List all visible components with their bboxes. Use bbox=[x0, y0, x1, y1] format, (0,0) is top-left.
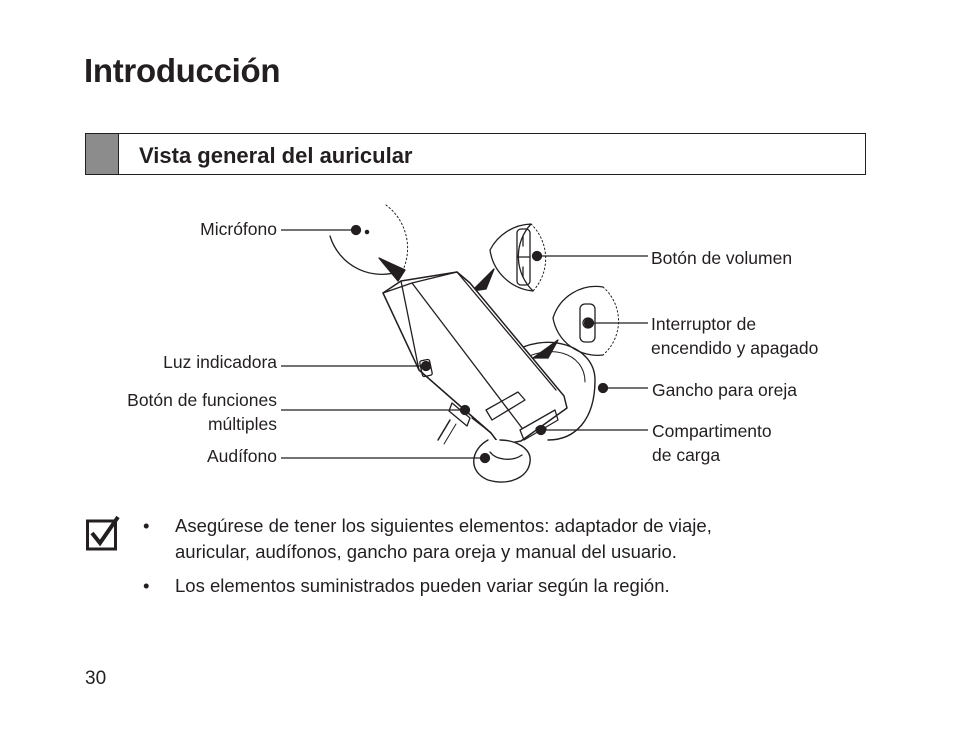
label-power-switch-line1: Interruptor de bbox=[651, 314, 757, 334]
note-text-line1: Los elementos suministrados pueden varia… bbox=[175, 575, 670, 596]
section-header: Vista general del auricular bbox=[85, 133, 866, 175]
ear-hook bbox=[509, 341, 596, 441]
label-multifunction-line2: múltiples bbox=[207, 414, 277, 434]
microphone-hole bbox=[364, 229, 370, 235]
charging-port bbox=[519, 409, 559, 441]
label-ear-hook: Gancho para oreja bbox=[652, 380, 797, 400]
volume-zoom-circle-dotted bbox=[530, 223, 547, 292]
label-microphone: Micrófono bbox=[200, 219, 277, 239]
checkbox-checked-icon bbox=[86, 515, 120, 551]
microphone-pointer bbox=[378, 257, 406, 282]
label-earbud: Audífono bbox=[206, 446, 277, 466]
volume-pointer bbox=[471, 268, 495, 292]
note-item: • Los elementos suministrados pueden var… bbox=[140, 573, 840, 599]
label-power-switch-line2: encendido y apagado bbox=[651, 338, 819, 358]
label-volume-button: Botón de volumen bbox=[651, 248, 793, 268]
label-multifunction-line1: Botón de funciones bbox=[127, 390, 277, 410]
notes-list: • Asegúrese de tener los siguientes elem… bbox=[140, 513, 840, 607]
volume-zoom-circle bbox=[489, 223, 534, 292]
note-text-line1: Asegúrese de tener los siguientes elemen… bbox=[175, 515, 712, 536]
power-pointer bbox=[532, 339, 559, 359]
bullet: • bbox=[143, 515, 150, 536]
label-charging-line2: de carga bbox=[652, 445, 721, 465]
earbud-shape bbox=[473, 439, 531, 483]
label-indicator-light: Luz indicadora bbox=[163, 352, 277, 372]
page-number: 30 bbox=[85, 668, 107, 689]
section-title: Vista general del auricular bbox=[139, 143, 413, 168]
bullet: • bbox=[143, 575, 150, 596]
label-charging-line1: Compartimento bbox=[652, 421, 772, 441]
power-zoom-circle bbox=[552, 285, 604, 357]
section-marker bbox=[86, 134, 119, 174]
microphone-zoom-circle-dotted bbox=[385, 204, 409, 271]
page-title: Introducción bbox=[84, 52, 281, 89]
note-text-line2: auricular, audífonos, gancho para oreja … bbox=[175, 541, 677, 562]
note-item: • Asegúrese de tener los siguientes elem… bbox=[140, 513, 840, 565]
